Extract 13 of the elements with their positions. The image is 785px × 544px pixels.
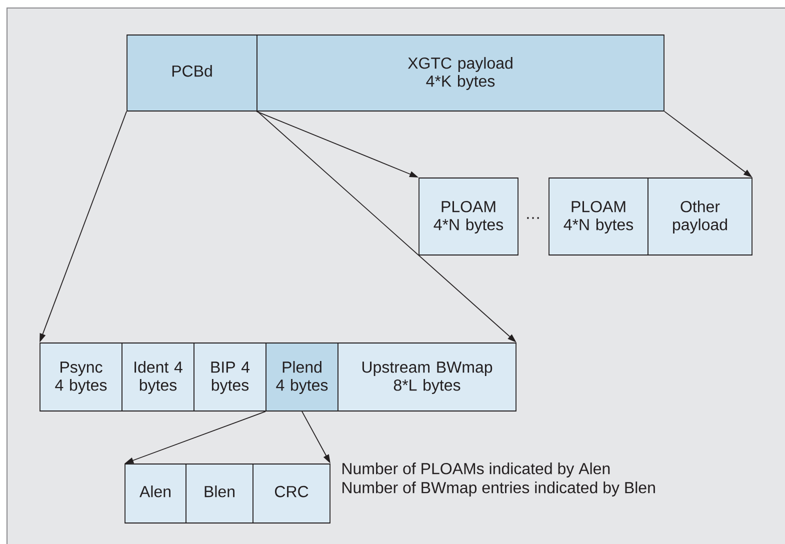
field-box: Ident 4 bytes — [122, 342, 194, 412]
field-box: Blen — [186, 464, 254, 524]
field-box: CRC — [252, 464, 330, 524]
field-box: PLOAM 4*N bytes — [418, 178, 518, 256]
field-box: Other payload — [648, 178, 752, 256]
field-box: Alen — [124, 464, 186, 524]
field-box: PCBd — [126, 34, 258, 112]
field-box: PLOAM 4*N bytes — [548, 178, 648, 256]
field-box: Plend 4 bytes — [266, 342, 338, 412]
ellipsis: … — [527, 217, 539, 219]
field-box: Upstream BWmap 8*L bytes — [338, 342, 516, 412]
field-box: BIP 4 bytes — [194, 342, 266, 412]
field-box: Psync 4 bytes — [40, 342, 122, 412]
